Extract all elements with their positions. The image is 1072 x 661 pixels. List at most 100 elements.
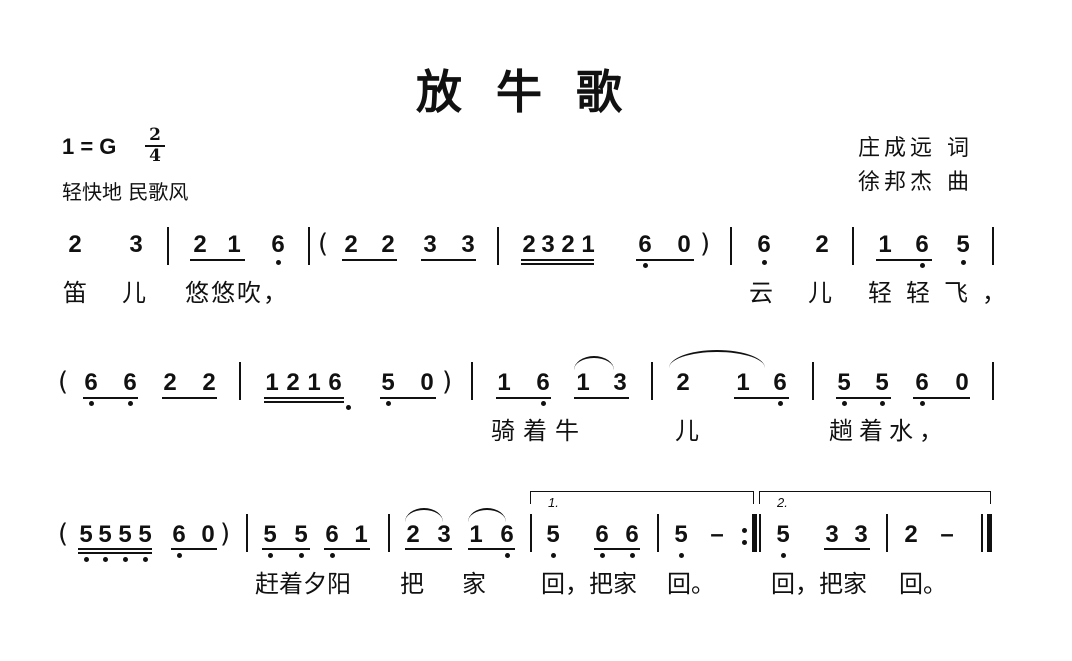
low-octave-dot <box>346 405 351 410</box>
time-signature-numerator: 2 <box>149 125 161 145</box>
eighth-beam <box>162 397 217 399</box>
low-octave-dot <box>880 401 885 406</box>
low-octave-dot <box>600 553 605 558</box>
low-octave-dot <box>123 557 128 562</box>
sixteenth-beam <box>264 401 344 403</box>
low-octave-dot <box>143 557 148 562</box>
time-signature: 2 4 <box>145 127 165 165</box>
note: – <box>940 521 954 548</box>
sixteenth-beam <box>521 263 594 265</box>
note: 3 <box>461 231 475 258</box>
note: 2 <box>815 231 829 258</box>
low-octave-dot <box>89 401 94 406</box>
note: 2 <box>202 369 216 396</box>
low-octave-dot <box>386 401 391 406</box>
note: 1 <box>307 369 321 396</box>
note: 6 <box>172 521 186 548</box>
low-octave-dot <box>920 401 925 406</box>
note: 3 <box>129 231 143 258</box>
note: 0 <box>677 231 691 258</box>
note: 5 <box>294 521 308 548</box>
final-barline-thin <box>981 514 983 552</box>
note: 6 <box>536 369 550 396</box>
low-octave-dot <box>299 553 304 558</box>
barline <box>497 227 499 265</box>
barline <box>730 227 732 265</box>
eighth-beam <box>421 259 476 261</box>
eighth-beam <box>574 397 629 399</box>
sixteenth-beam <box>78 548 152 550</box>
paren-open: ( <box>318 229 329 259</box>
note: 1 <box>354 521 368 548</box>
note: 6 <box>271 231 285 258</box>
note: 5 <box>776 521 790 548</box>
note: 2 <box>68 231 82 258</box>
note: 6 <box>773 369 787 396</box>
barline <box>246 514 248 552</box>
slur <box>405 508 443 522</box>
note: 6 <box>638 231 652 258</box>
note: 1 <box>497 369 511 396</box>
low-octave-dot <box>276 260 281 265</box>
slur <box>669 350 765 368</box>
repeat-sign-dots <box>742 528 747 552</box>
lyric: 回，把家 <box>541 570 637 598</box>
note: 5 <box>674 521 688 548</box>
note: 2 <box>344 231 358 258</box>
eighth-beam <box>496 397 551 399</box>
note: – <box>710 521 724 548</box>
time-signature-denominator: 4 <box>149 146 161 166</box>
note: 6 <box>915 369 929 396</box>
barline <box>388 514 390 552</box>
key-signature: 1 = G <box>62 134 117 159</box>
volta-number-1: 1. <box>548 495 559 510</box>
lyric: 悠悠吹， <box>185 279 289 307</box>
note: 3 <box>825 521 839 548</box>
eighth-beam <box>405 548 452 550</box>
low-octave-dot <box>630 553 635 558</box>
lyric: 儿 <box>122 279 146 307</box>
note: 5 <box>875 369 889 396</box>
fraction-line <box>145 145 165 147</box>
lyric: 云 <box>749 279 773 307</box>
barline <box>651 362 653 400</box>
paren-close: ) <box>442 367 453 397</box>
volta-bracket-1 <box>530 491 754 504</box>
barline <box>308 227 310 265</box>
barline <box>167 227 169 265</box>
lyric: 趟着水， <box>829 417 949 445</box>
lyric: 回。 <box>899 570 947 598</box>
note: 5 <box>98 521 112 548</box>
note: 0 <box>420 369 434 396</box>
note: 1 <box>736 369 750 396</box>
tempo-marking: 轻快地 民歌风 <box>62 180 189 204</box>
barline <box>239 362 241 400</box>
lyric: 家 <box>462 570 486 598</box>
slur <box>468 508 506 522</box>
note: 1 <box>227 231 241 258</box>
barline <box>852 227 854 265</box>
barline <box>992 227 994 265</box>
note: 6 <box>915 231 929 258</box>
note: 3 <box>854 521 868 548</box>
lyric: 回。 <box>667 570 715 598</box>
repeat-end-barline <box>752 514 757 552</box>
eighth-beam <box>836 397 891 399</box>
eighth-beam <box>824 548 870 550</box>
note: 5 <box>837 369 851 396</box>
eighth-beam <box>342 259 397 261</box>
lyricist: 庄成远 词 <box>858 136 973 161</box>
low-octave-dot <box>268 553 273 558</box>
note: 1 <box>581 231 595 258</box>
low-octave-dot <box>505 553 510 558</box>
note: 2 <box>381 231 395 258</box>
low-octave-dot <box>842 401 847 406</box>
eighth-beam <box>262 548 310 550</box>
lyric: 儿 <box>675 417 699 445</box>
paren-close: ) <box>220 519 231 549</box>
sixteenth-beam <box>264 397 344 399</box>
note: 0 <box>955 369 969 396</box>
lyric: 笛 <box>63 279 87 307</box>
note: 2 <box>406 521 420 548</box>
note: 6 <box>500 521 514 548</box>
